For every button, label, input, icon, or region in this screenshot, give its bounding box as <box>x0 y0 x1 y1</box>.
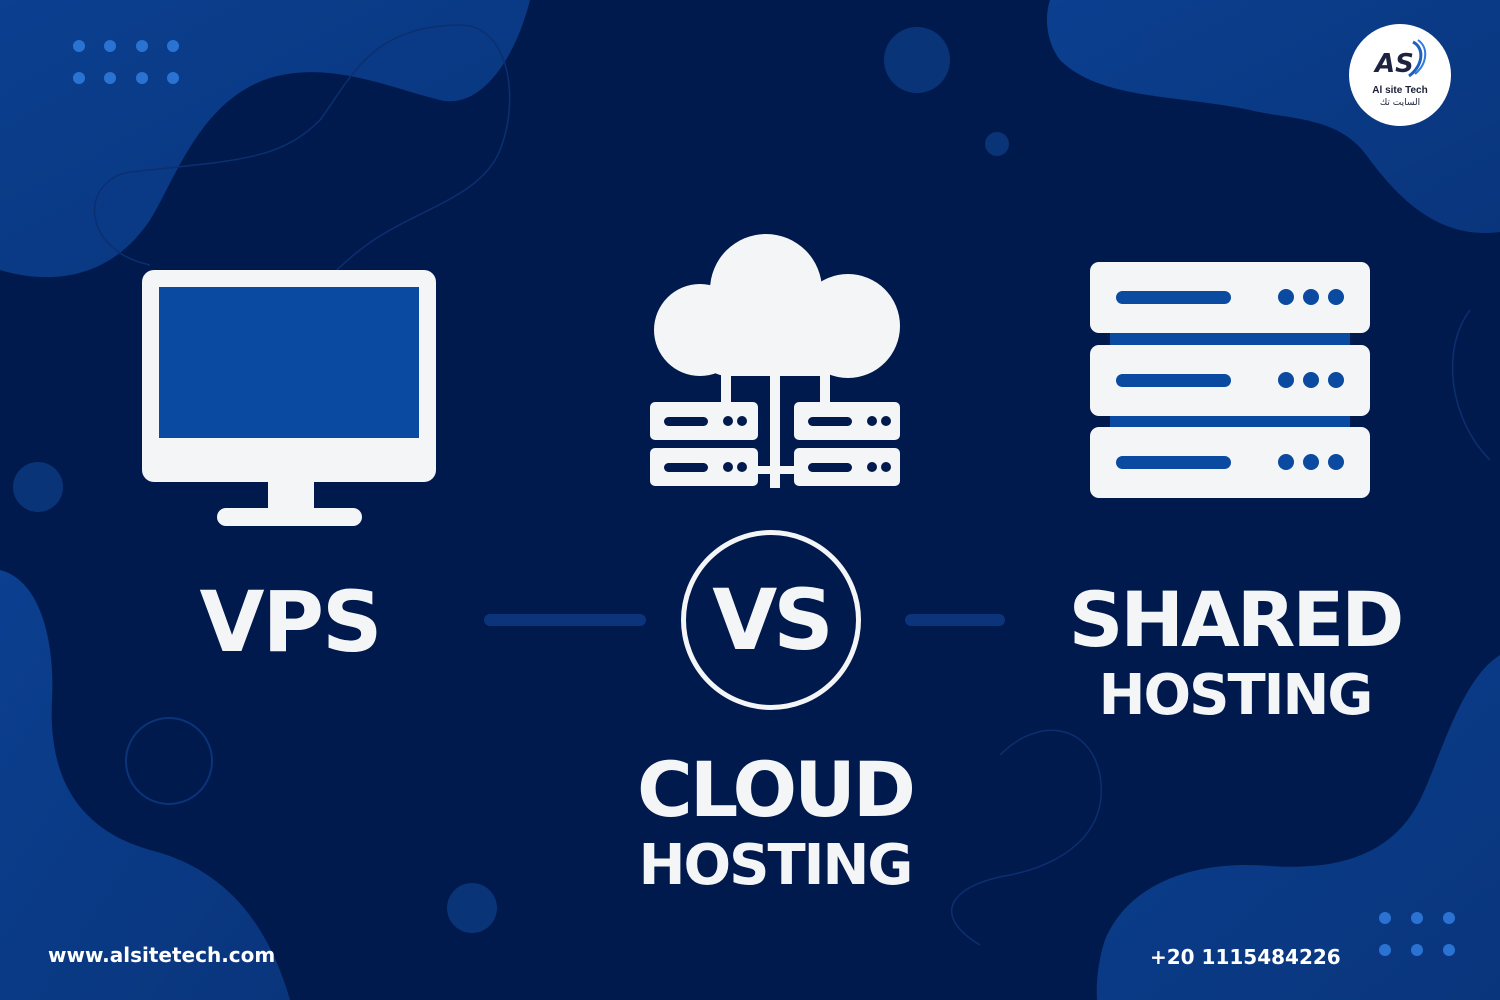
connector-right <box>905 614 1005 626</box>
versus-label: VS <box>712 571 834 669</box>
option-title-shared: SHARED <box>1068 575 1405 664</box>
server-rack-icon <box>1090 262 1370 498</box>
brand-name-en: Al site Tech <box>1372 85 1428 96</box>
option-subtitle-cloud: HOSTING <box>638 833 914 898</box>
cloud-servers-icon <box>650 234 900 488</box>
website-link[interactable]: www.alsitetech.com <box>48 943 276 967</box>
brand-name-ar: السايت تك <box>1379 98 1421 108</box>
brand-logo[interactable]: AS Al site Tech السايت تك <box>1349 24 1451 126</box>
option-title-cloud: CLOUD <box>637 745 916 834</box>
option-subtitle-shared: HOSTING <box>1098 663 1374 728</box>
svg-text:AS: AS <box>1373 49 1414 79</box>
connector-left <box>484 614 646 626</box>
phone-number[interactable]: +20 1115484226 <box>1150 945 1341 969</box>
as-logo-icon: AS <box>1373 39 1427 79</box>
monitor-icon <box>142 270 436 526</box>
versus-badge: VS <box>681 530 861 710</box>
option-title-vps: VPS <box>199 573 382 671</box>
